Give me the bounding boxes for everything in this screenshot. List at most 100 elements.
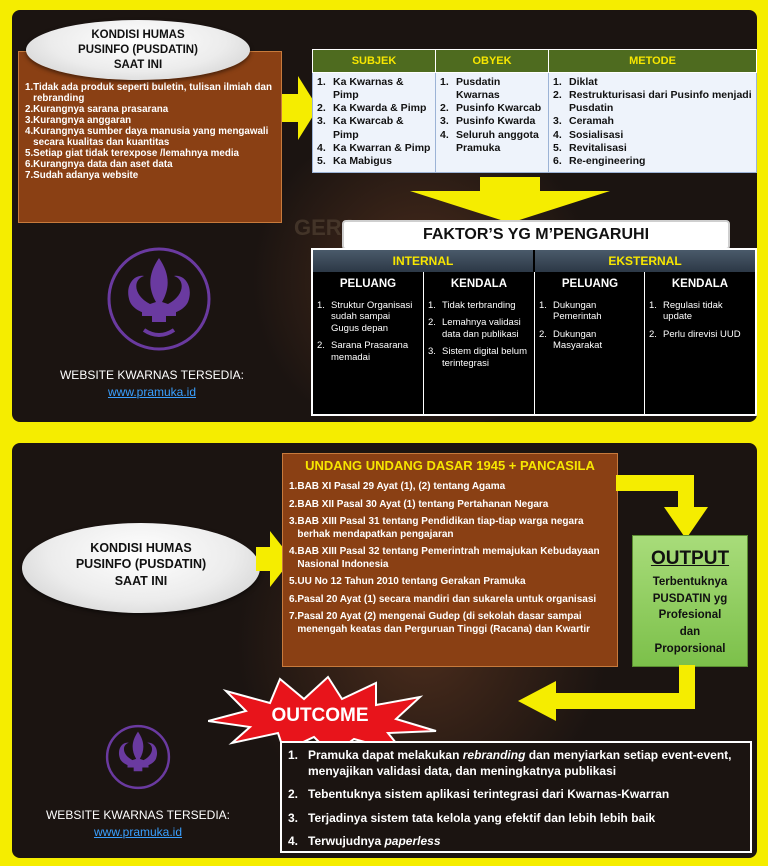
uud-item-text: Pasal 20 Ayat (2) mengenai Gudep (di sek… (297, 611, 591, 635)
uud-item-text: Pasal 20 Ayat (1) secara mandiri dan suk… (297, 593, 597, 605)
output-title: OUTPUT (650, 548, 730, 569)
outcome-item-text: Pramuka dapat melakukan rebranding dan m… (308, 747, 744, 779)
faktor-title: FAKTOR’S YG M’PENGARUHI (342, 220, 730, 250)
eksternal-kendala-item: 2.Perlu direvisi UUD (649, 329, 751, 340)
metode-item-number: 3. (553, 115, 562, 128)
eksternal-peluang-item-number: 1. (539, 300, 547, 311)
internal-kendala-item-text: Sistem digital belum terintegrasi (442, 346, 528, 369)
down-arrow-icon (410, 177, 610, 223)
kondisi-item: 3.Kurangnya anggaran (25, 115, 275, 126)
metode-item-number: 2. (553, 89, 562, 102)
internal-peluang-item-text: Struktur Organisasi sudah sampai Gugus d… (331, 300, 413, 334)
uud-item-text: UU No 12 Tahun 2010 tentang Gerakan Pram… (297, 576, 526, 587)
outcome-item-pre: Terwujudnya (308, 833, 385, 848)
output-box: OUTPUT Terbentuknya PUSDATIN yg Profesio… (632, 535, 748, 667)
outcome-item-number: 1. (288, 748, 299, 762)
uud-item-number: 5. (289, 576, 298, 587)
outcome-item-emphasis: rebranding (462, 748, 526, 762)
eksternal-peluang-item: 1.Dukungan Pemerintah (539, 300, 641, 323)
outcome-item-pre: Tebentuknya sistem aplikasi terintegrasi… (308, 787, 670, 802)
outcome-item-post: dan menyiarkan setiap event-event, menya… (308, 748, 732, 779)
kondisi-item-text: Setiap giat tidak terexpose /lemahnya me… (33, 148, 239, 159)
eksternal-header: EKSTERNAL (535, 250, 755, 272)
outcome-item-pre: Pramuka dapat melakukan (308, 748, 463, 762)
subjek-item-number: 2. (317, 102, 326, 115)
uud-item-text: BAB XIII Pasal 31 tentang Pendidikan tia… (297, 516, 584, 540)
eksternal-peluang-title: PELUANG (561, 278, 619, 290)
kondisi2-line-2: PUSINFO (PUSDATIN) (75, 557, 207, 572)
kondisi-item: 6.Kurangnya data dan aset data (25, 159, 275, 170)
uud-item-number: 7. (289, 611, 298, 622)
internal-kendala-item-number: 2. (428, 317, 436, 329)
internal-kendala-item: 3. Sistem digital belum terintegrasi (428, 346, 530, 369)
obyek-item-text: Pusinfo Kwarda (456, 115, 536, 128)
internal-kendala-item: 1.Tidak terbranding (428, 300, 530, 311)
internal-header: INTERNAL (313, 250, 533, 272)
subjek-item-number: 4. (317, 141, 326, 154)
right-arrow-icon (282, 76, 318, 140)
internal-kendala-item-number: 3. (428, 346, 436, 358)
output-line-3: Profesional (658, 609, 722, 622)
obyek-item: 1.Pusdatin Kwarnas (440, 76, 544, 102)
kondisi-item-number: 7. (25, 170, 34, 181)
metode-item-text: Re-engineering (569, 154, 646, 167)
kondisi-ellipse: KONDISI HUMAS PUSINFO (PUSDATIN) SAAT IN… (26, 20, 250, 80)
obyek-item-number: 3. (440, 115, 449, 128)
eksternal-peluang-item: 2.Dukungan Masyarakat (539, 329, 641, 352)
subjek-item: 4.Ka Kwarran & Pimp (317, 142, 431, 155)
kondisi-ellipse-2: KONDISI HUMAS PUSINFO (PUSDATIN) SAAT IN… (22, 523, 260, 613)
website-link[interactable]: www.pramuka.id (107, 385, 197, 399)
bottom-panel: KONDISI HUMAS PUSINFO (PUSDATIN) SAAT IN… (12, 443, 757, 858)
kondisi2-line-1: KONDISI HUMAS (90, 541, 192, 555)
kondisi-item: 4.Kurangnya sumber daya manusia yang men… (25, 126, 275, 148)
metode-item-number: 1. (553, 76, 562, 88)
top-panel: GERA 1.Tidak ada produk seperti buletin,… (12, 10, 757, 422)
outcome-item-emphasis: paperless (384, 833, 441, 848)
subjek-item: 5.Ka Mabigus (317, 155, 431, 168)
uud-item: 4.BAB XIII Pasal 32 tentang Pemerintrah … (289, 546, 611, 571)
uud-item-number: 6. (289, 593, 298, 605)
internal-kendala-item-text: Lemahnya validasi data dan publikasi (442, 317, 521, 340)
kondisi-item-text: Sudah adanya website (33, 170, 139, 181)
uud-item-number: 2. (289, 498, 298, 510)
kondisi-item-number: 3. (25, 115, 34, 126)
kondisi-item-text: Tidak ada produk seperti buletin, tulisa… (33, 82, 272, 104)
uud-title: UNDANG UNDANG DASAR 1945 + PANCASILA (305, 458, 595, 473)
kondisi-item-text: Kurangnya sarana prasarana (33, 104, 169, 115)
eksternal-kendala-item: 1.Regulasi tidak update (649, 300, 751, 323)
obyek-item-text: Pusdatin Kwarnas (456, 76, 501, 102)
outcome-item-pre: Terjadinya sistem tata kelola yang efekt… (308, 810, 656, 825)
kondisi-item: 1.Tidak ada produk seperti buletin, tuli… (25, 82, 275, 104)
obyek-item-number: 2. (440, 102, 449, 115)
uud-item: 6.Pasal 20 Ayat (1) secara mandiri dan s… (289, 594, 611, 607)
fleur-de-lis-icon (107, 247, 211, 351)
website-link-2[interactable]: www.pramuka.id (93, 825, 183, 839)
obyek-item-text: Pusinfo Kwarcab (456, 102, 542, 115)
subjek-item-text: Ka Mabigus (333, 154, 392, 167)
eksternal-peluang-item-number: 2. (539, 328, 547, 340)
output-line-5: Proporsional (654, 642, 726, 655)
kondisi-item-number: 5. (25, 148, 34, 159)
metode-item-text: Ceramah (569, 115, 614, 128)
eksternal-kendala-item-text: Perlu direvisi UUD (663, 328, 741, 340)
uud-item-number: 4. (289, 546, 298, 557)
obyek-item: 4.Seluruh anggota Pramuka (440, 129, 544, 155)
outcome-list: 1. Pramuka dapat melakukan rebranding dan… (280, 741, 752, 853)
metode-item-number: 5. (553, 141, 562, 154)
kondisi-list-box: 1.Tidak ada produk seperti buletin, tuli… (18, 51, 282, 223)
internal-peluang-item-number: 1. (317, 300, 325, 311)
metode-item: 4.Sosialisasi (553, 129, 752, 142)
outcome-item-number: 2. (288, 787, 299, 802)
fleur-de-lis-icon (105, 724, 171, 790)
subjek-item: 1.Ka Kwarnas & Pimp (317, 76, 431, 102)
uud-item: 7.Pasal 20 Ayat (2) mengenai Gudep (di s… (289, 611, 611, 636)
outcome-item-text: Tebentuknya sistem aplikasi terintegrasi… (308, 786, 669, 802)
output-line-2: PUSDATIN yg (652, 592, 728, 605)
metode-item: 3. Ceramah (553, 115, 752, 128)
internal-kendala-item-number: 1. (428, 300, 436, 311)
kondisi-item-text: Kurangnya sumber daya manusia yang menga… (33, 126, 269, 148)
kondisi-item-number: 4. (25, 126, 34, 137)
